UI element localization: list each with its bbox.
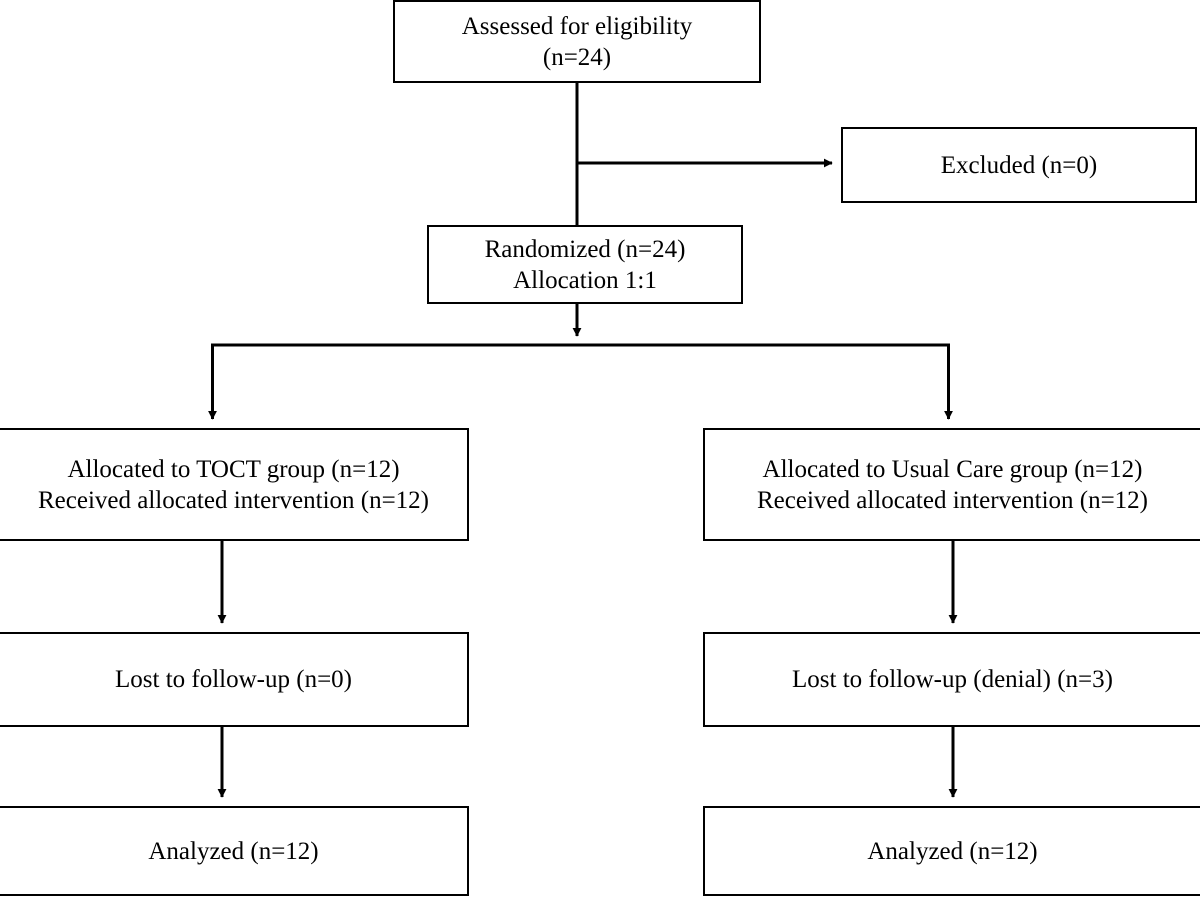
connector-randomized-allocation-split	[208, 304, 953, 420]
lost-to-followup-toct-box: Lost to follow-up (n=0)	[0, 632, 469, 727]
lost-to-followup-usual-care-box: Lost to follow-up (denial) (n=3)	[703, 632, 1200, 727]
randomized-box-line-1: Randomized (n=24)	[484, 235, 686, 263]
randomized-box-line-2: Allocation 1:1	[513, 266, 657, 294]
lost-to-followup-toct-box-line-1: Lost to follow-up (n=0)	[115, 666, 352, 693]
allocated-usual-care-box: Allocated to Usual Care group (n=12) Rece…	[703, 428, 1200, 541]
allocated-toct-box-line-2: Received allocated intervention (n=12)	[37, 486, 430, 514]
allocated-toct-box: Allocated to TOCT group (n=12) Received a…	[0, 428, 469, 541]
lost-to-followup-usual-care-box-line-1: Lost to follow-up (denial) (n=3)	[792, 666, 1113, 693]
allocated-usual-care-box-line-2: Received allocated intervention (n=12)	[756, 486, 1149, 514]
randomized-box: Randomized (n=24) Allocation 1:1	[427, 225, 743, 304]
analyzed-toct-box: Analyzed (n=12)	[0, 806, 469, 896]
assessed-for-eligibility-box-line-1: Assessed for eligibility	[461, 12, 693, 40]
analyzed-toct-box-line-1: Analyzed (n=12)	[148, 837, 319, 865]
excluded-box-line-1: Excluded (n=0)	[940, 151, 1098, 179]
assessed-for-eligibility-box-line-2: (n=24)	[542, 43, 612, 71]
allocated-usual-care-box-line-1: Allocated to Usual Care group (n=12)	[762, 455, 1143, 483]
assessed-for-eligibility-box: Assessed for eligibility (n=24)	[393, 0, 761, 83]
analyzed-usual-care-box-line-1: Analyzed (n=12)	[867, 837, 1038, 865]
analyzed-usual-care-box: Analyzed (n=12)	[703, 806, 1200, 896]
excluded-box: Excluded (n=0)	[841, 127, 1197, 203]
allocated-toct-box-line-1: Allocated to TOCT group (n=12)	[67, 455, 400, 483]
